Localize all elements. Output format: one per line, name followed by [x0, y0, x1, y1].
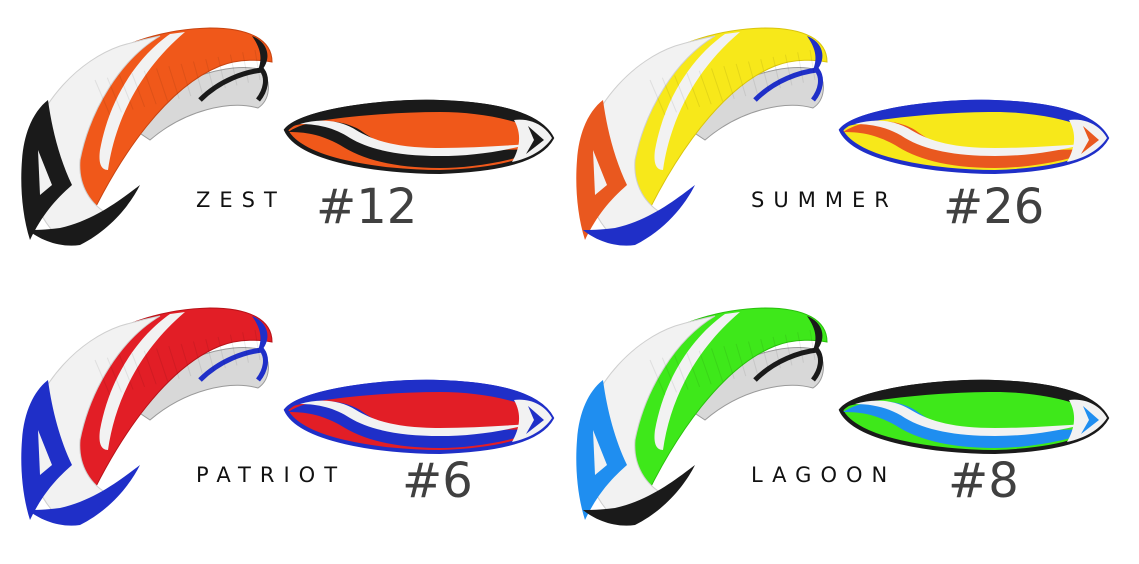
- glider-illustration: [21, 27, 555, 246]
- flat-view-canopy: [838, 99, 1110, 175]
- side-view-canopy: [576, 27, 828, 246]
- glider-illustration: [576, 307, 1110, 526]
- side-view-canopy: [21, 307, 273, 526]
- glider-number: #26: [943, 179, 1045, 235]
- glider-name: LAGOON: [751, 463, 897, 487]
- flat-view-canopy: [283, 379, 555, 455]
- glider-name: ZEST: [196, 188, 286, 212]
- glider-name: SUMMER: [751, 188, 898, 212]
- flat-view-canopy: [283, 99, 555, 175]
- glider-panel-summer: SUMMER #26: [555, 0, 1115, 270]
- glider-number: #6: [402, 453, 473, 509]
- glider-number: #8: [948, 453, 1019, 509]
- glider-panel-patriot: PATRIOT #6: [0, 280, 560, 550]
- glider-panel-zest: ZEST #12: [0, 0, 560, 270]
- glider-illustration: [21, 307, 555, 526]
- glider-panel-lagoon: LAGOON #8: [555, 280, 1115, 550]
- flat-view-canopy: [838, 379, 1110, 455]
- glider-name: PATRIOT: [196, 463, 347, 487]
- side-view-canopy: [21, 27, 273, 246]
- side-view-canopy: [576, 307, 828, 526]
- glider-illustration: [576, 27, 1110, 246]
- glider-number: #12: [316, 179, 418, 235]
